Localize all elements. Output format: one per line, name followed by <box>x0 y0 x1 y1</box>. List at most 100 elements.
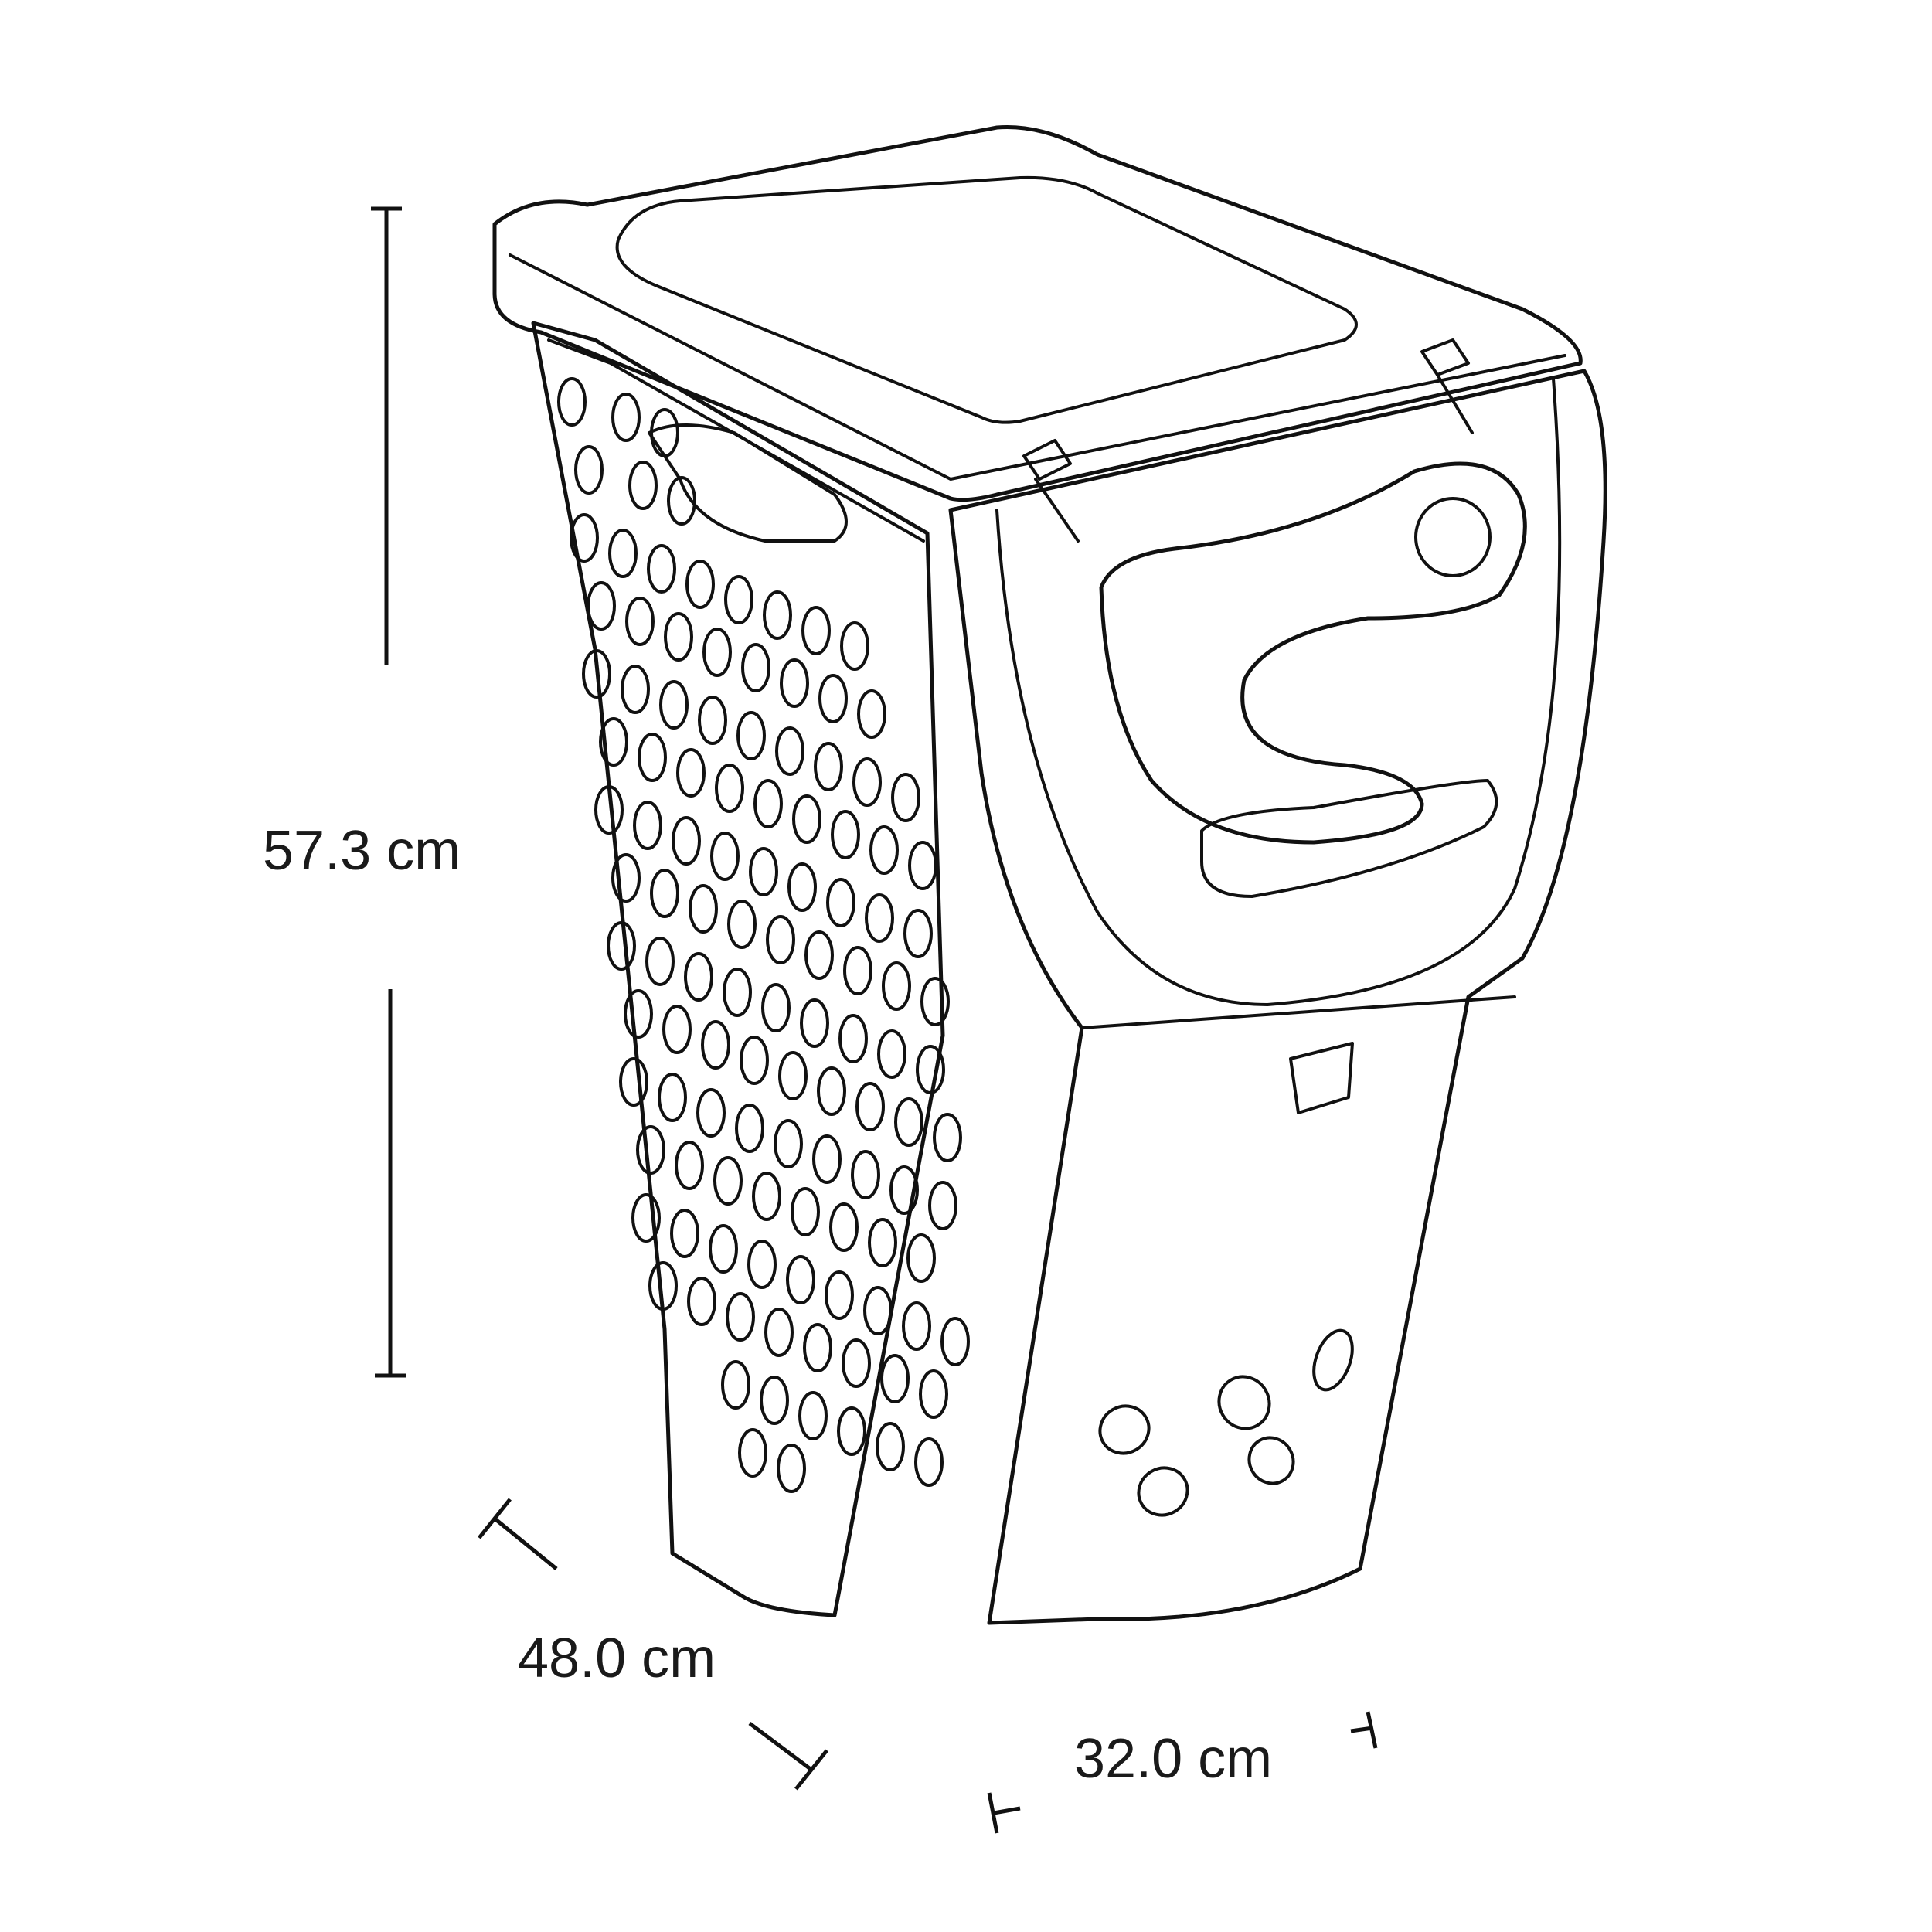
side-vent-hole <box>777 1444 806 1493</box>
side-vent-hole <box>804 930 834 980</box>
side-vent-hole <box>778 1051 808 1100</box>
side-vent-hole <box>752 1172 781 1221</box>
side-vent-hole <box>774 1119 803 1168</box>
side-vent-hole <box>882 961 911 1011</box>
side-vent-hole <box>628 461 658 510</box>
side-vent-hole <box>780 658 809 708</box>
side-vent-hole <box>763 590 792 640</box>
side-vent-hole <box>852 757 882 807</box>
side-vent-hole <box>650 408 679 457</box>
side-vent-hole <box>880 1354 910 1403</box>
side-vent-hole <box>761 983 791 1032</box>
side-vent-hole <box>650 869 679 918</box>
side-vent-hole <box>920 977 950 1026</box>
side-vent-hole <box>817 1066 846 1116</box>
side-vent-hole <box>587 581 616 631</box>
side-vent-hole <box>829 1202 859 1252</box>
side-vent-hole <box>908 841 937 890</box>
side-vent-hole <box>876 1422 905 1471</box>
side-vent-hole <box>940 1317 970 1366</box>
front-latch-tab <box>1289 1042 1354 1114</box>
side-vent-hole <box>670 1209 699 1258</box>
side-vent-hole <box>687 1277 716 1326</box>
side-vent-hole <box>826 878 855 927</box>
side-vent-hole <box>791 1187 820 1236</box>
side-vent-hole <box>747 1240 777 1289</box>
side-vent-hole <box>855 1082 885 1131</box>
side-vent-hole <box>715 764 744 813</box>
side-vent-hole <box>803 1323 832 1372</box>
side-vent-hole <box>698 696 727 745</box>
side-vent-hole <box>689 884 718 934</box>
liner-flap <box>648 423 848 543</box>
side-vent-hole <box>741 643 770 692</box>
side-vent-hole <box>891 773 920 822</box>
side-vent-hole <box>749 847 778 896</box>
side-vent-hole <box>842 1338 871 1388</box>
side-vent-hole <box>648 1261 678 1311</box>
side-vent-hole <box>645 937 675 986</box>
front-ventilation-holes <box>1098 1328 1354 1517</box>
side-vent-hole <box>903 909 933 958</box>
side-vent-hole <box>633 801 662 850</box>
side-vent-hole <box>812 1134 842 1184</box>
side-vent-hole <box>672 816 701 866</box>
side-vent-hole <box>647 544 676 594</box>
side-vent-hole <box>557 377 587 427</box>
side-vent-hole <box>738 1428 767 1478</box>
side-vent-hole <box>696 1088 726 1138</box>
side-vent-hole <box>906 1233 936 1283</box>
side-vent-hole <box>840 621 869 671</box>
side-vent-hole <box>574 445 604 495</box>
side-vent-hole <box>902 1301 931 1351</box>
lid-clip-left <box>1022 439 1072 481</box>
side-vent-hole <box>607 921 636 971</box>
side-vent-hole <box>675 1141 704 1190</box>
side-vent-hole <box>865 893 894 943</box>
side-vent-hole <box>611 393 641 442</box>
side-vent-hole <box>787 862 817 912</box>
side-vent-hole <box>798 1391 828 1440</box>
side-vent-hole <box>838 1014 868 1063</box>
side-vent-hole <box>857 689 886 739</box>
side-vent-hole <box>889 1165 919 1215</box>
side-panel-outline <box>531 321 945 1617</box>
side-vent-hole <box>667 476 696 526</box>
side-vent-hole <box>685 560 715 609</box>
side-vent-hole <box>721 1360 750 1410</box>
side-vent-hole <box>801 606 831 655</box>
front-thumb-grip <box>1414 497 1492 577</box>
side-vent-hole <box>723 968 752 1017</box>
height-label: 57.3 cm <box>263 820 461 882</box>
depth-dimension <box>478 1498 828 1791</box>
lid <box>492 124 1583 502</box>
side-vent-hole <box>919 1369 948 1419</box>
hamper-drawing <box>492 124 1607 1625</box>
side-vent-hole <box>701 1020 730 1070</box>
side-vent-hole <box>636 1125 665 1175</box>
side-vent-hole <box>843 946 872 995</box>
side-vent-hole <box>764 1308 794 1357</box>
side-vent-hole <box>724 575 753 624</box>
side-vent-hole <box>658 1073 687 1122</box>
side-vent-hole <box>753 779 783 828</box>
lid-handle-recess <box>615 175 1358 424</box>
side-vent-hole <box>662 1005 692 1054</box>
side-vent-hole <box>736 711 766 760</box>
width-label: 32.0 cm <box>1074 1728 1272 1790</box>
side-vent-hole <box>869 825 899 875</box>
side-vent-hole <box>608 529 638 578</box>
side-vent-hole <box>837 1406 866 1456</box>
side-vent-hole <box>735 1104 764 1153</box>
side-vent-hole <box>914 1437 944 1487</box>
side-vent-hole <box>726 1292 755 1342</box>
side-vent-hole <box>659 680 689 730</box>
side-vent-hole <box>684 952 713 1002</box>
side-vent-hole <box>702 628 732 677</box>
side-vent-hole <box>710 832 740 881</box>
side-vent-hole <box>631 1193 661 1243</box>
front-panel-outline <box>948 369 1607 1625</box>
side-vent-hole <box>800 998 829 1048</box>
side-ventilation-holes <box>557 377 970 1493</box>
